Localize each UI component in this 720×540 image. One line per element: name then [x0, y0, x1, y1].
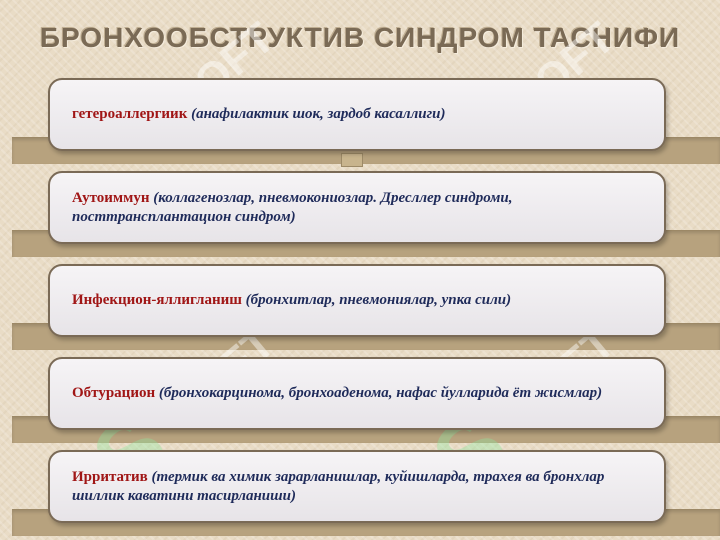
item-term: гетероаллергиик [72, 106, 188, 122]
classification-item-autoimmune: Аутоиммун (коллагенозлар, пневмокониозла… [48, 171, 666, 244]
classification-item-heteroallergic: гетероаллергиик (анафилактик шок, зардоб… [48, 78, 666, 151]
item-term: Инфекцион-яллигланиш [72, 292, 242, 308]
item-text: Ирритатив (термик ва химик зарарланишлар… [72, 468, 644, 506]
item-text: Аутоиммун (коллагенозлар, пневмокониозла… [72, 189, 644, 227]
item-text: Обтурацион (бронхокарцинома, бронхоадено… [72, 384, 602, 403]
item-term: Ирритатив [72, 468, 148, 485]
item-term: Обтурацион [72, 385, 156, 401]
item-text: гетероаллергиик (анафилактик шок, зардоб… [72, 105, 446, 124]
classification-item-obturation: Обтурацион (бронхокарцинома, бронхоадено… [48, 357, 666, 430]
item-term: Аутоиммун [72, 189, 150, 206]
item-description: (бронхокарцинома, бронхоаденома, нафас й… [155, 385, 603, 401]
slide-title: БРОНХООБСТРУКТИВ СИНДРОМ ТАСНИФИ [39, 22, 681, 53]
item-text: Инфекцион-яллигланиш (бронхитлар, пневмо… [72, 291, 511, 310]
item-description: (термик ва химик зарарланишлар, куйишлар… [72, 468, 605, 504]
classification-item-irritative: Ирритатив (термик ва химик зарарланишлар… [48, 450, 666, 523]
item-description: (коллагенозлар, пневмокониозлар. Дреслле… [72, 189, 513, 225]
item-description: (бронхитлар, пневмониялар, упка сили) [241, 292, 512, 308]
connector-tab [341, 153, 363, 167]
classification-item-infectious: Инфекцион-яллигланиш (бронхитлар, пневмо… [48, 264, 666, 337]
item-description: (анафилактик шок, зардоб касаллиги) [187, 106, 446, 122]
